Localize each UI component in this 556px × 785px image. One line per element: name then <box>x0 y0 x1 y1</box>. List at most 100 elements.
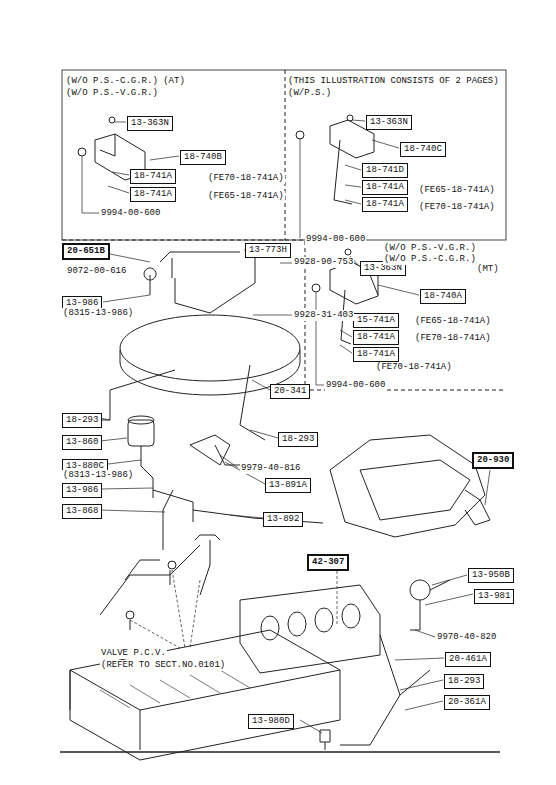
callout-box: 13-868 <box>62 504 102 519</box>
callout-box: 13-986 <box>62 483 102 498</box>
part-number: 18-741D <box>366 165 404 175</box>
part-label: (FE70-18-741A) <box>207 173 285 184</box>
part-number: 13-868 <box>66 506 98 516</box>
leader-line <box>130 566 337 648</box>
part-number: 13-981 <box>478 591 510 601</box>
part-label: (FE70-18-741A) <box>414 333 492 344</box>
callout-box: 20-361A <box>444 695 490 710</box>
part-label: 9928-90-753 <box>293 257 354 268</box>
transmission-case <box>330 435 485 537</box>
callout-box: 18-741A <box>353 347 399 362</box>
intake-manifold <box>240 585 380 673</box>
part-number: 18-740A <box>424 291 462 301</box>
callout-box: 15-741A <box>353 313 399 328</box>
part-label: (REFER TO SECT.NO.0101) <box>100 660 226 671</box>
part-number: 13-892 <box>267 514 299 524</box>
part-label: VALVE P.C.V. <box>100 648 167 659</box>
part-number: 18-740B <box>184 152 222 162</box>
callout-box: 13-891A <box>265 478 311 493</box>
callout-box: 13-980D <box>248 714 294 729</box>
callout-box: 13-892 <box>263 512 303 527</box>
part-label: 9072-00-616 <box>66 266 127 277</box>
part-label: (W/O P.S.-V.G.R.) <box>383 243 477 254</box>
part-label: (8315-13-986) <box>62 308 134 319</box>
callout-box: 18-741A <box>130 187 176 202</box>
callout-box: 20-651B <box>62 243 110 260</box>
callout-box: 13-363N <box>127 116 173 131</box>
callout-box: 18-740B <box>180 150 226 165</box>
panel-divider <box>285 240 505 390</box>
part-number: 18-741A <box>134 189 172 199</box>
part-number: 20-341 <box>274 386 306 396</box>
callout-box: 13-860 <box>62 435 102 450</box>
callout-box: 20-461A <box>445 652 491 667</box>
part-number: 13-891A <box>269 480 307 490</box>
part-number: 18-293 <box>66 415 98 425</box>
part-number: 18-741A <box>357 349 395 359</box>
part-number: 20-461A <box>449 654 487 664</box>
callout-box: 13-363N <box>366 115 412 130</box>
callout-box: 18-741A <box>362 197 408 212</box>
part-label: (THIS ILLUSTRATION CONSISTS OF 2 PAGES) <box>287 76 500 87</box>
callout-box: 18-293 <box>444 674 484 689</box>
pcv-hose <box>100 545 200 630</box>
part-label: (FE65-18-741A) <box>418 185 496 196</box>
part-label: (MT) <box>476 264 500 275</box>
part-number: 13-950B <box>472 570 510 580</box>
callout-box: 18-741A <box>130 169 176 184</box>
cylinder-head <box>70 630 340 760</box>
part-label: (W/P.S.) <box>287 88 332 99</box>
callout-box: 20-930 <box>472 452 514 469</box>
part-number: 13-773H <box>249 245 287 255</box>
part-label: (W/O P.S.-C.G.R.) (AT) <box>65 76 186 87</box>
part-number: 18-740C <box>404 144 442 154</box>
part-number: 18-741A <box>366 199 404 209</box>
part-label: (FE65-18-741A) <box>414 316 492 327</box>
callout-box: 18-741D <box>362 163 408 178</box>
part-number: 18-741A <box>357 332 395 342</box>
callout-box: 18-741A <box>353 330 399 345</box>
part-number: 18-293 <box>448 676 480 686</box>
callout-box: 18-741A <box>362 180 408 195</box>
callout-box: 18-293 <box>62 413 102 428</box>
air-cleaner <box>120 315 300 381</box>
callout-box: 13-950B <box>468 568 514 583</box>
part-label: 9928-31-403 <box>293 310 354 321</box>
callout-box: 18-293 <box>278 432 318 447</box>
part-label: 9994-00-600 <box>305 234 366 245</box>
part-number: 13-860 <box>66 437 98 447</box>
part-label: (FE70-18-741A) <box>418 202 496 213</box>
part-label: (FE65-18-741A) <box>207 191 285 202</box>
part-label: 9970-40-820 <box>436 632 497 643</box>
part-number: 20-651B <box>67 246 105 256</box>
part-number: 18-741A <box>366 182 404 192</box>
part-number: 18-293 <box>282 434 314 444</box>
part-number: 42-307 <box>312 557 344 567</box>
part-number: 13-986 <box>66 298 98 308</box>
part-number: 18-741A <box>134 171 172 181</box>
part-number: 13-986 <box>66 485 98 495</box>
callout-box: 20-341 <box>270 384 310 399</box>
part-number: 13-363N <box>131 118 169 128</box>
callout-box: 18-740A <box>420 289 466 304</box>
part-number: 20-361A <box>448 697 486 707</box>
part-label: 9994-00-600 <box>100 208 161 219</box>
part-label: (W/O P.S.-V.G.R.) <box>65 88 159 99</box>
panel-divider <box>285 70 286 240</box>
part-number: 13-363N <box>370 117 408 127</box>
callout-box: 18-740C <box>400 142 446 157</box>
callout-box: 42-307 <box>307 554 349 571</box>
cylinder-head-detail <box>100 670 250 708</box>
part-number: 15-741A <box>357 315 395 325</box>
part-label: (8313-13-986) <box>62 470 134 481</box>
part-number: 13-980D <box>252 716 290 726</box>
part-number: 20-930 <box>477 455 509 465</box>
vacuum-hose <box>340 635 430 745</box>
vacuum-hose <box>144 248 255 313</box>
leader-line <box>82 120 419 385</box>
top-frame <box>62 70 506 240</box>
part-label: (FE70-18-741A) <box>375 362 453 373</box>
manifold-port <box>261 604 360 640</box>
solenoid-valve <box>410 580 450 630</box>
callout-box: 13-773H <box>245 243 291 258</box>
